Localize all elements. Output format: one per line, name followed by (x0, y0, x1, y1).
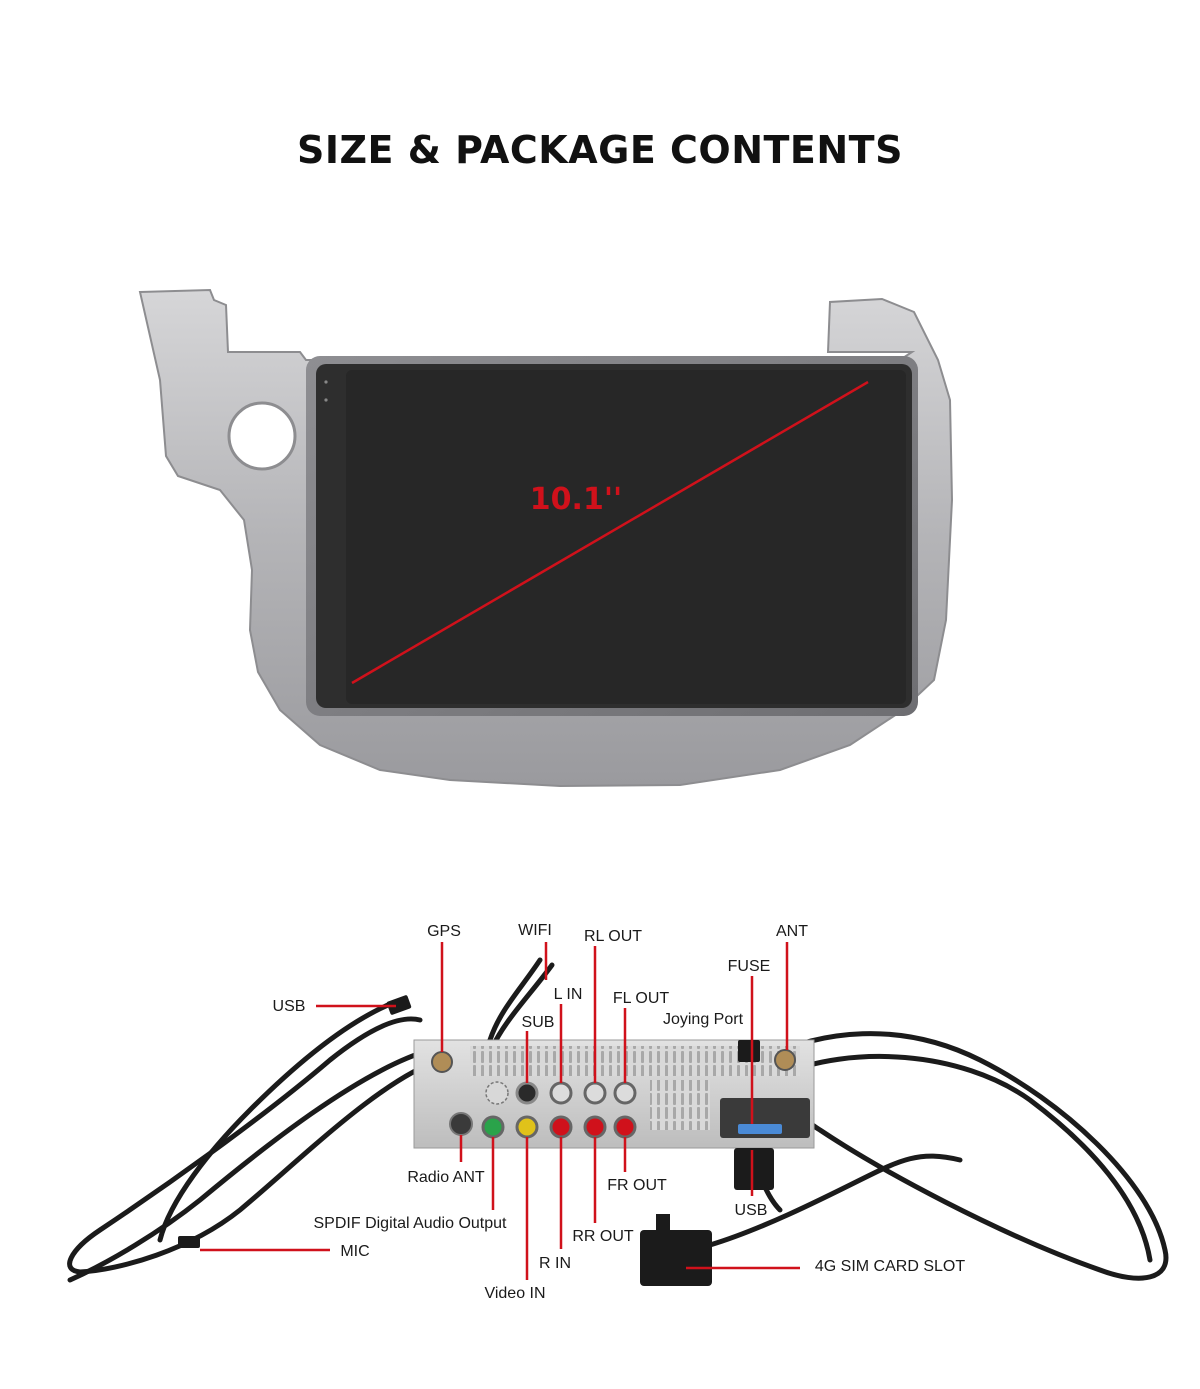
r-in-jack-icon (549, 1115, 573, 1139)
label-r-in: R IN (539, 1255, 571, 1272)
diagonal-size-line (351, 380, 869, 685)
rl-out-jack-icon (583, 1081, 607, 1105)
ant-jack-icon (774, 1049, 796, 1071)
jacks (431, 1049, 796, 1139)
reset-hole-icon (324, 398, 328, 402)
radio-ant-jack-icon (449, 1112, 473, 1136)
label-spdif: SPDIF Digital Audio Output (314, 1215, 508, 1232)
label-fl-out: FL OUT (613, 990, 670, 1007)
label-rr-out: RR OUT (572, 1228, 634, 1245)
label-radio-ant: Radio ANT (407, 1169, 485, 1186)
label-wifi: WIFI (518, 922, 552, 939)
label-rl-out: RL OUT (584, 928, 642, 945)
label-usb-bottom: USB (735, 1202, 768, 1219)
label-ant: ANT (776, 923, 808, 940)
video-in-jack-icon (515, 1115, 539, 1139)
leader-lines (200, 942, 800, 1280)
fr-out-jack-icon (613, 1115, 637, 1139)
label-fr-out: FR OUT (607, 1177, 667, 1194)
l-in-jack-icon (549, 1081, 573, 1105)
label-fuse: FUSE (728, 958, 771, 975)
spdif-jack-icon (481, 1115, 505, 1139)
fuse-icon (738, 1124, 782, 1134)
label-l-in: L IN (554, 986, 583, 1003)
sim-card-module-icon (640, 1230, 712, 1286)
label-video-in: Video IN (484, 1285, 545, 1302)
connector-labels: GPS WIFI RL OUT ANT FUSE USB L IN FL OUT… (273, 922, 966, 1302)
fl-out-jack-icon (613, 1081, 637, 1105)
antenna-plug-icon (738, 1040, 760, 1062)
screen-size-label: 10.1'' (530, 482, 622, 517)
mic-hole-icon (324, 380, 328, 384)
sim-module-tab (656, 1214, 670, 1232)
rr-out-jack-icon (583, 1115, 607, 1139)
label-usb-top: USB (273, 998, 306, 1015)
screen (346, 370, 906, 704)
label-sim-slot: 4G SIM CARD SLOT (815, 1258, 965, 1275)
sub-jack-icon (515, 1081, 539, 1105)
spare-jack-icon (485, 1081, 509, 1105)
page-title: SIZE & PACKAGE CONTENTS (297, 128, 903, 172)
label-mic: MIC (340, 1243, 369, 1260)
mic-plug-icon (178, 1236, 200, 1248)
ac-knob-hole (227, 401, 297, 471)
label-gps: GPS (427, 923, 461, 940)
usb-socket-icon (734, 1148, 774, 1190)
usb-plug-icon (386, 995, 412, 1015)
plugs (178, 995, 774, 1286)
gps-jack-icon (431, 1051, 453, 1073)
label-sub: SUB (522, 1014, 555, 1031)
label-joying-port: Joying Port (663, 1011, 744, 1028)
